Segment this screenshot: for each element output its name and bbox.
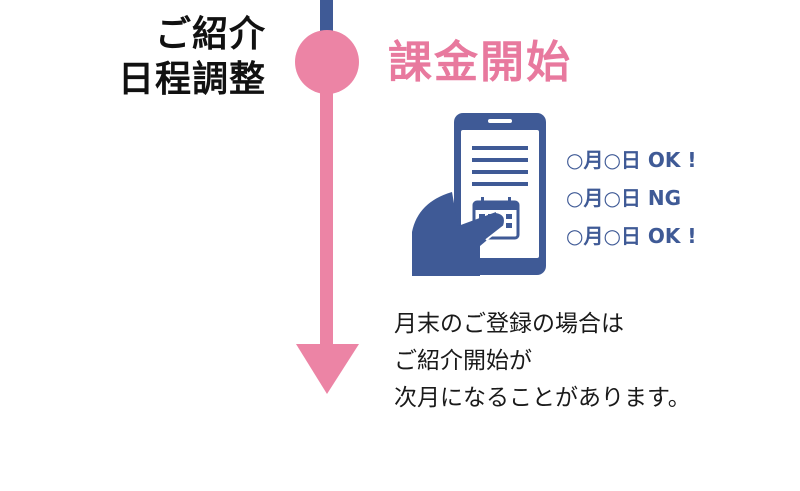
schedule-item: ○月○日 OK ! <box>566 224 697 248</box>
timeline-main-segment <box>320 62 333 352</box>
schedule-item: ○月○日 OK ! <box>566 148 697 172</box>
milestone-title: 課金開始 <box>388 37 572 88</box>
schedule-list: ○月○日 OK ! ○月○日 NG ○月○日 OK ! <box>566 141 696 255</box>
note-line1: 月末のご登録の場合は <box>394 311 624 337</box>
step-label-line2: 日程調整 <box>117 59 266 100</box>
schedule-item: ○月○日 NG <box>566 186 682 210</box>
step-label: ご紹介 日程調整 <box>118 12 266 102</box>
note-line2: ご紹介開始が <box>394 348 532 374</box>
note-text: 月末のご登録の場合は ご紹介開始が 次月になることがあります。 <box>394 306 691 417</box>
note-line3: 次月になることがあります。 <box>394 385 691 411</box>
smartphone-calendar-icon <box>412 113 546 276</box>
step-label-line1: ご紹介 <box>154 14 266 55</box>
timeline-arrow-head <box>296 344 359 394</box>
timeline-milestone-dot <box>295 30 359 94</box>
